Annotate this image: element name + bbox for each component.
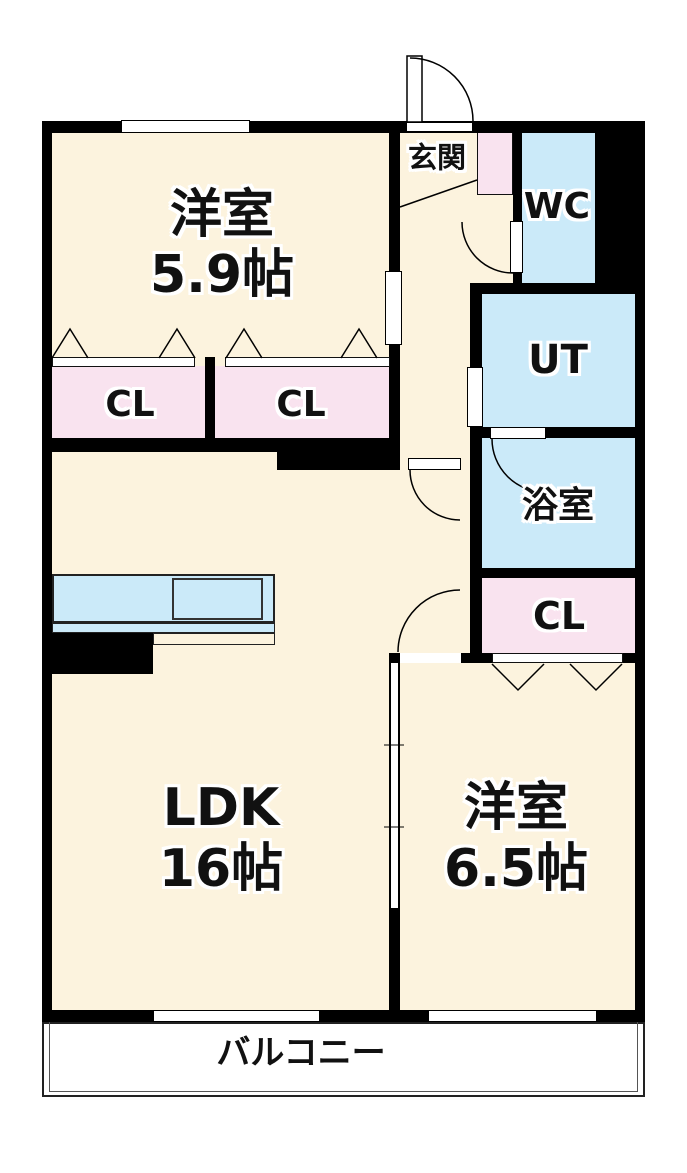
entrance-door-leaf — [406, 55, 423, 123]
window-top — [121, 120, 250, 133]
label-western-room-2-size: 6.5帖 — [443, 839, 589, 899]
sliding-door-western-room-1 — [385, 271, 402, 345]
label-western-room-1-name: 洋室 — [169, 185, 275, 245]
closet-top-left-room — [52, 366, 205, 440]
wall-door-stub-left — [389, 653, 400, 663]
closet-opening-left — [52, 357, 195, 367]
toilet-room — [522, 133, 595, 283]
utility-room — [482, 294, 635, 427]
label-western-room-1-size: 5.9帖 — [149, 245, 295, 305]
kitchen-sink — [172, 578, 263, 620]
label-ldk-size: 16帖 — [158, 839, 284, 899]
kitchen-wall-block — [42, 633, 153, 674]
wall-block-under-closet — [277, 438, 400, 470]
balcony-inner-line — [49, 1022, 638, 1092]
entrance-door-arc — [409, 57, 474, 122]
window-bedroom-balcony — [428, 1010, 597, 1022]
closet-opening-bottom — [492, 653, 623, 663]
label-bathroom: 浴室 — [521, 485, 595, 526]
wall-bath-closet — [482, 568, 635, 578]
sliding-partition — [389, 663, 400, 908]
label-closet-top-left: CL — [105, 384, 155, 425]
kitchen-counter-overhang — [153, 633, 275, 645]
wall-closet-divider — [205, 357, 215, 440]
door-leaf-toilet — [510, 221, 523, 273]
window-ldk-balcony — [153, 1010, 320, 1022]
door-gap-western-room-2 — [400, 653, 461, 663]
wall-door-hinge-block — [461, 653, 492, 663]
label-closet-right: CL — [532, 594, 586, 638]
wall-toilet-bottom — [470, 283, 645, 294]
label-toilet: WC — [523, 186, 591, 227]
label-closet-top-right: CL — [276, 384, 326, 425]
entrance-door-gap — [407, 122, 472, 132]
closet-opening-right — [225, 357, 390, 367]
closet-right-room — [482, 578, 635, 653]
wall-partition-lower — [389, 908, 400, 1010]
wall-utility-bath — [482, 427, 635, 438]
shoe-cabinet — [477, 132, 513, 195]
wall-outer-right — [635, 121, 645, 1022]
wall-closet-bottom — [42, 438, 277, 452]
label-ldk-name: LDK — [162, 778, 280, 838]
door-leaf-ldk — [408, 458, 461, 470]
wall-toilet-left — [513, 133, 522, 283]
wall-outer-left — [42, 121, 52, 1022]
door-leaf-utility — [467, 367, 483, 427]
wall-closet-corner — [623, 653, 635, 663]
closet-top-right-room — [215, 366, 390, 440]
door-leaf-bathroom — [490, 427, 546, 439]
balcony-area — [42, 1022, 645, 1097]
wall-service-left — [470, 294, 482, 663]
label-western-room-2-name: 洋室 — [463, 778, 569, 838]
kitchen-counter-edge — [52, 623, 275, 633]
label-utility: UT — [528, 337, 588, 383]
label-entrance: 玄関 — [407, 140, 467, 175]
label-balcony: バルコニー — [216, 1033, 386, 1073]
